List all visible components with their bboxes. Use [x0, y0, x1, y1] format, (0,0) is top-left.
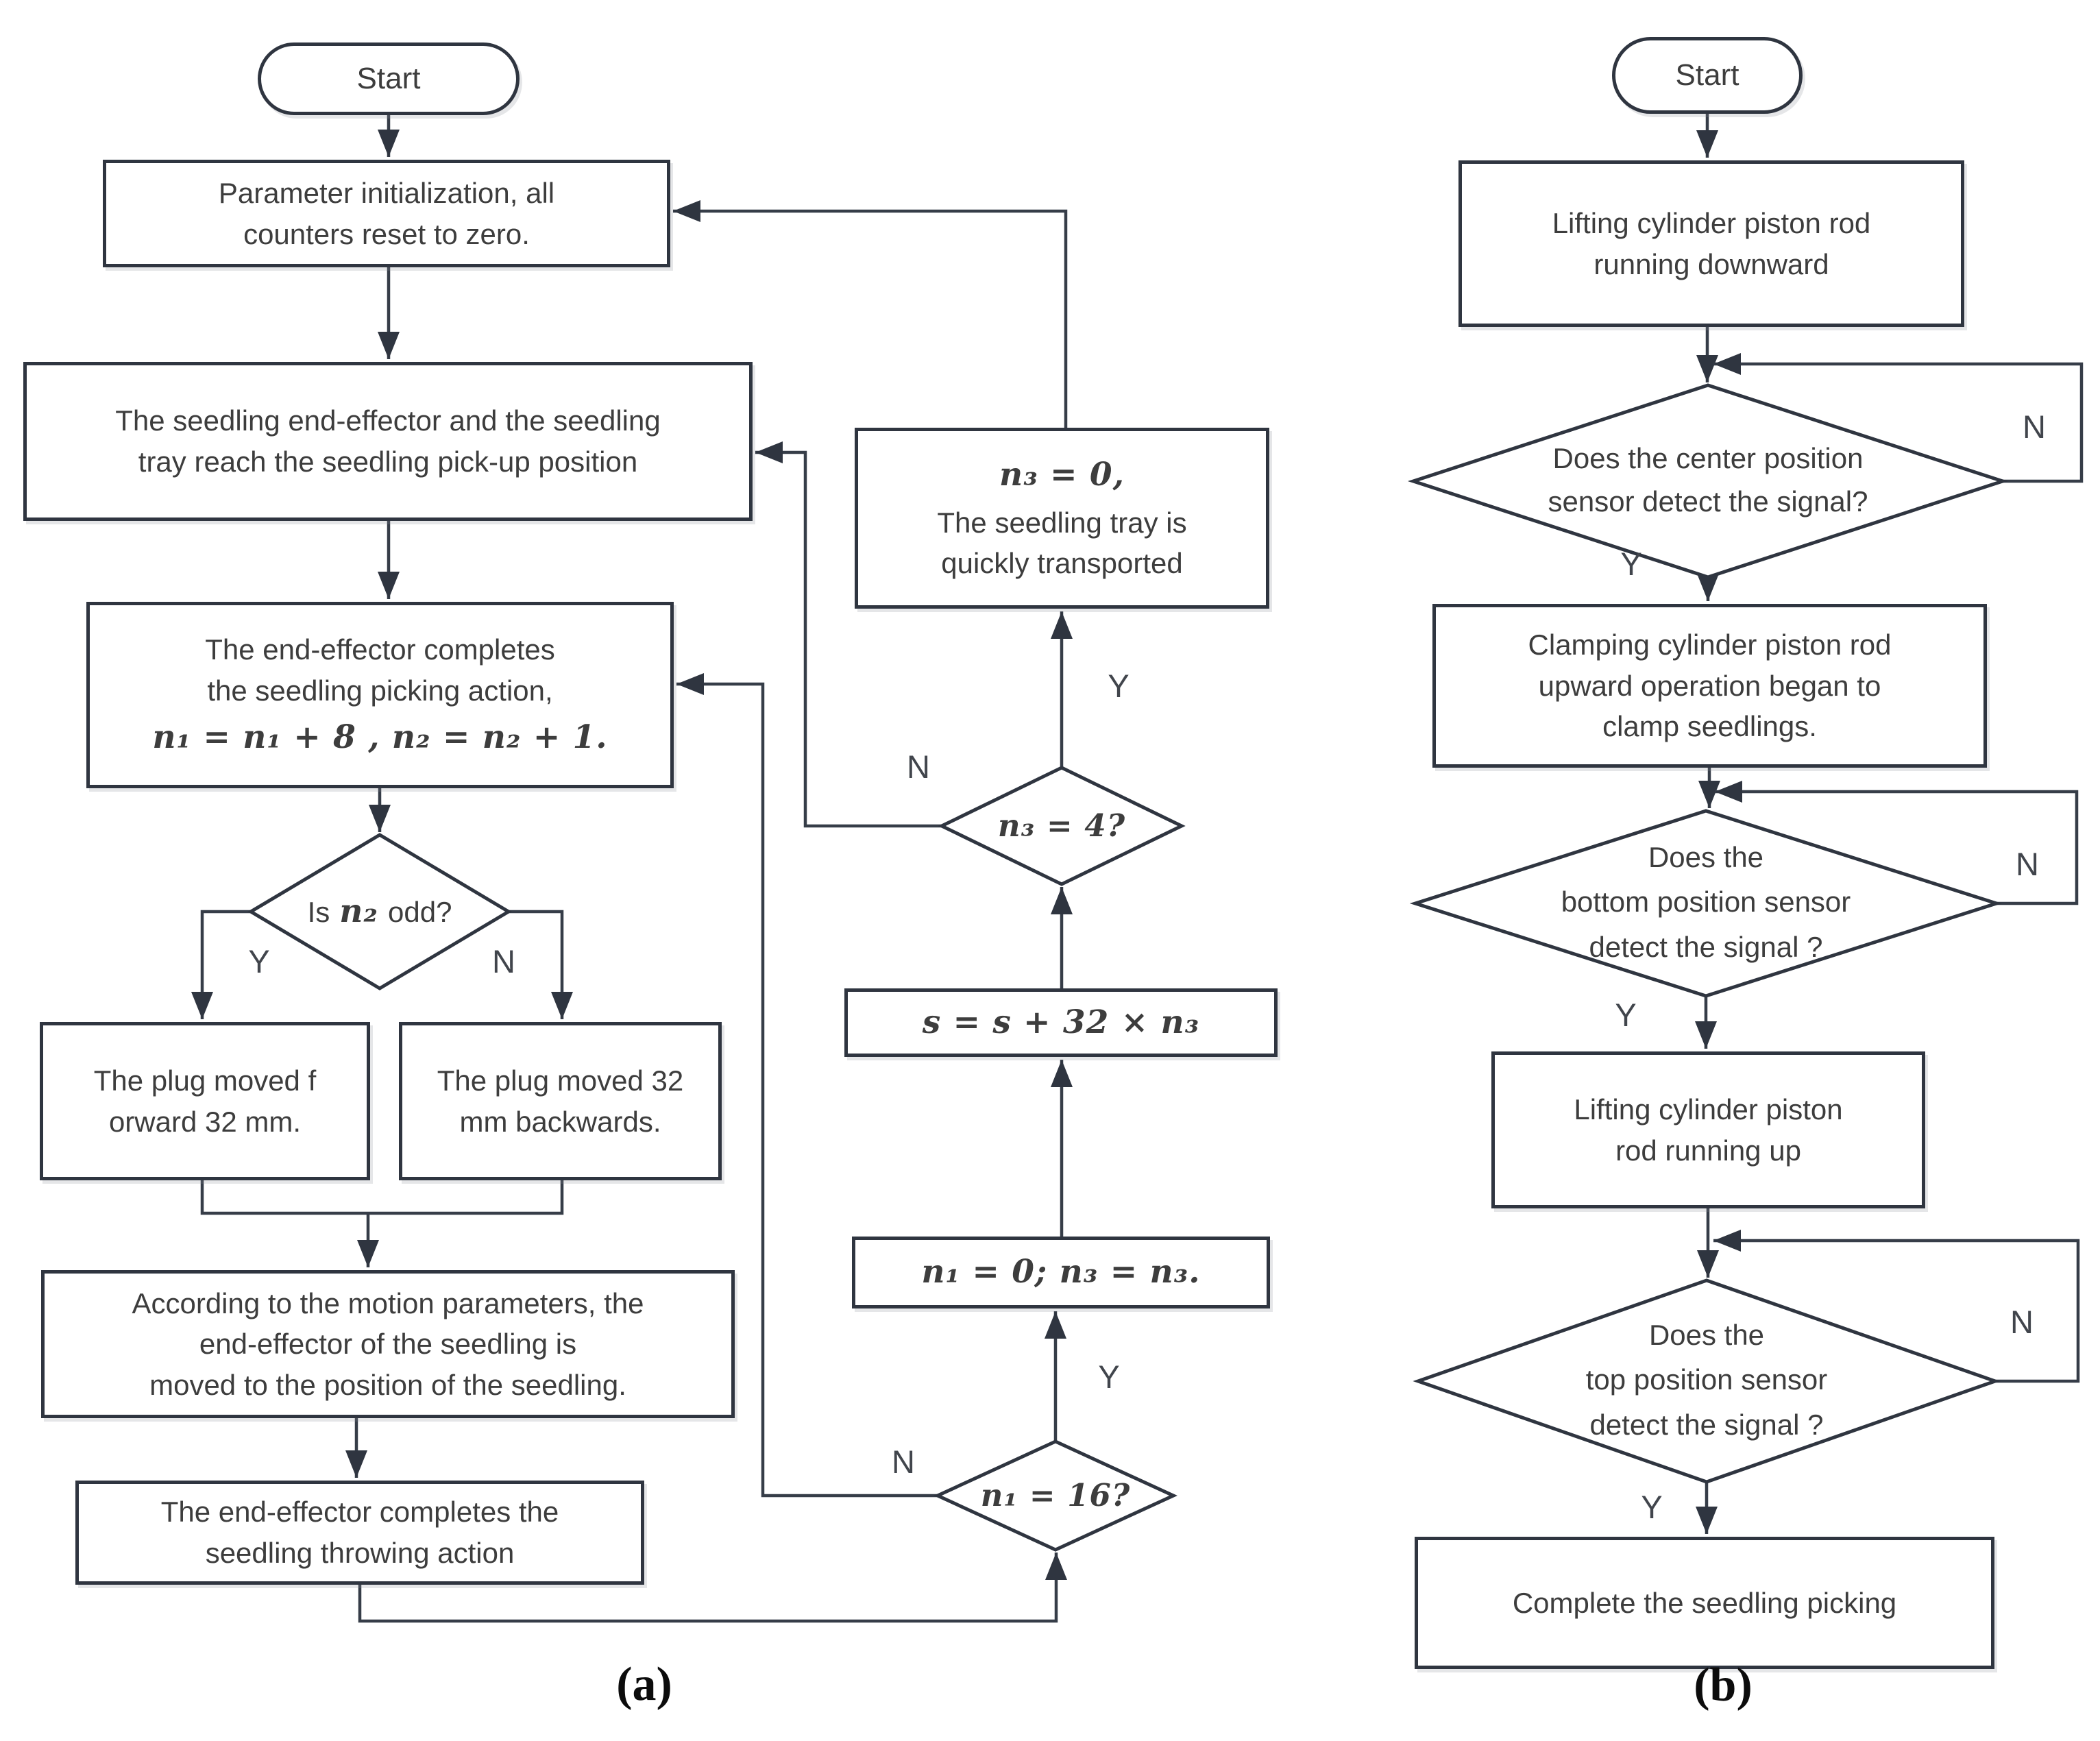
b-bottom-yes-label: Y: [1615, 996, 1637, 1033]
a-start-label: Start: [356, 61, 421, 95]
a-n3check-decision-label: n₃ = 4?: [952, 797, 1171, 855]
decision-b-top-shape: [1413, 1278, 2001, 1484]
a-forward-step: The plug moved f orward 32 mm.: [40, 1022, 370, 1180]
arrow-b-top-no-loop: [1713, 1230, 2080, 1383]
a-throw-step: The end-effector completes the seedling …: [75, 1481, 644, 1585]
a-odd-decision-label: Is n₂ odd?: [243, 879, 517, 945]
a-n1check-no-label: N: [892, 1443, 915, 1480]
a-n3check-yes-label: Y: [1108, 667, 1130, 704]
a-reach-step: The seedling end-effector and the seedli…: [23, 362, 753, 521]
a-start-terminator: Start: [258, 42, 520, 115]
b-center-no-label: N: [2023, 408, 2046, 445]
decision-b-center-shape: [1407, 383, 2009, 579]
a-n3reset-math: n₃ = 0,: [999, 456, 1125, 494]
a-n3check-text: n₃ = 4?: [997, 807, 1126, 844]
decision-a-n1check-shape: [933, 1439, 1177, 1552]
b-liftup-step: Lifting cylinder piston rod running up: [1491, 1051, 1925, 1208]
b-complete-label: Complete the seedling picking: [1512, 1586, 1897, 1619]
b-top-decision-label: Does the top position sensor detect the …: [1585, 1319, 1828, 1441]
decision-b-bottom-shape: [1409, 809, 2003, 998]
arrow-a-odd-yes: [191, 910, 251, 1019]
a-pick-line2: the seedling picking action,: [207, 674, 553, 707]
arrow-a-odd-no: [509, 910, 573, 1019]
b-clamp-label: Clamping cylinder piston rod upward oper…: [1528, 629, 1892, 743]
b-start-label: Start: [1675, 58, 1739, 92]
a-n3reset-step: n₃ = 0, The seedling tray is quickly tra…: [855, 428, 1269, 609]
arrow-a-n1check-no: [676, 673, 938, 1498]
b-caption: (b): [1694, 1659, 1753, 1712]
arrow-b-bottom-no-loop: [1715, 781, 2079, 905]
a-odd-math: n₂: [339, 892, 378, 930]
b-bottom-no-label: N: [2016, 845, 2039, 882]
a-n1check-text: n₁ = 16?: [980, 1477, 1131, 1514]
a-caption: (a): [616, 1658, 672, 1711]
a-pick-step: The end-effector completes the seedling …: [86, 602, 674, 788]
a-odd-no-label: N: [492, 942, 515, 979]
b-top-no-label: N: [2010, 1303, 2034, 1340]
a-supdate-label: s = s + 32 × n₃: [922, 1003, 1200, 1041]
a-odd-yes-label: Y: [248, 942, 270, 979]
b-center-decision-label: Does the center position sensor detect t…: [1548, 442, 1868, 518]
a-motion-label: According to the motion parameters, the …: [132, 1287, 644, 1401]
a-throw-label: The end-effector completes the seedling …: [160, 1496, 559, 1569]
a-init-step: Parameter initialization, all counters r…: [103, 160, 670, 267]
a-backward-step: The plug moved 32 mm backwards.: [399, 1022, 722, 1180]
arrow-b-center-no-loop: [1713, 353, 2084, 483]
b-bottom-decision-label: Does the bottom position sensor detect t…: [1561, 841, 1851, 963]
a-pick-line1: The end-effector completes: [205, 633, 555, 666]
a-n3check-no-label: N: [907, 748, 930, 785]
a-motion-step: According to the motion parameters, the …: [41, 1270, 735, 1418]
a-n3reset-text: The seedling tray is quickly transported: [937, 506, 1187, 580]
a-reach-label: The seedling end-effector and the seedli…: [115, 404, 661, 478]
arrow-a-throw-n1check: [358, 1553, 1067, 1623]
a-init-label: Parameter initialization, all counters r…: [218, 176, 555, 250]
a-supdate-step: s = s + 32 × n₃: [844, 988, 1278, 1057]
a-n1check-decision-label: n₁ = 16?: [939, 1467, 1172, 1524]
a-n1reset-label: n₁ = 0; n₃ = n₃.: [921, 1253, 1201, 1291]
b-liftdown-step: Lifting cylinder piston rod running down…: [1458, 160, 1964, 327]
b-top-yes-label: Y: [1641, 1488, 1663, 1525]
a-n1reset-step: n₁ = 0; n₃ = n₃.: [852, 1237, 1270, 1308]
b-liftup-label: Lifting cylinder piston rod running up: [1574, 1093, 1843, 1167]
a-forward-label: The plug moved f orward 32 mm.: [93, 1064, 317, 1138]
line-a-merge: [200, 1180, 564, 1215]
arrow-a-n3check-no: [755, 441, 942, 828]
arrow-a-n3reset-init: [673, 200, 1068, 428]
a-backward-label: The plug moved 32 mm backwards.: [437, 1064, 684, 1138]
b-clamp-step: Clamping cylinder piston rod upward oper…: [1432, 604, 1987, 768]
decision-a-n3check-shape: [938, 766, 1186, 886]
a-n1check-yes-label: Y: [1098, 1358, 1120, 1395]
decision-a-odd-shape: [247, 833, 512, 990]
b-center-yes-label: Y: [1620, 545, 1642, 582]
b-start-terminator: Start: [1612, 37, 1803, 114]
a-pick-math: n₁ = n₁ + 8 , n₂ = n₂ + 1.: [152, 718, 608, 757]
a-odd-pre: Is: [307, 895, 330, 928]
b-liftdown-label: Lifting cylinder piston rod running down…: [1552, 206, 1871, 280]
a-odd-post: odd?: [388, 895, 452, 928]
b-complete-step: Complete the seedling picking: [1415, 1537, 1994, 1669]
